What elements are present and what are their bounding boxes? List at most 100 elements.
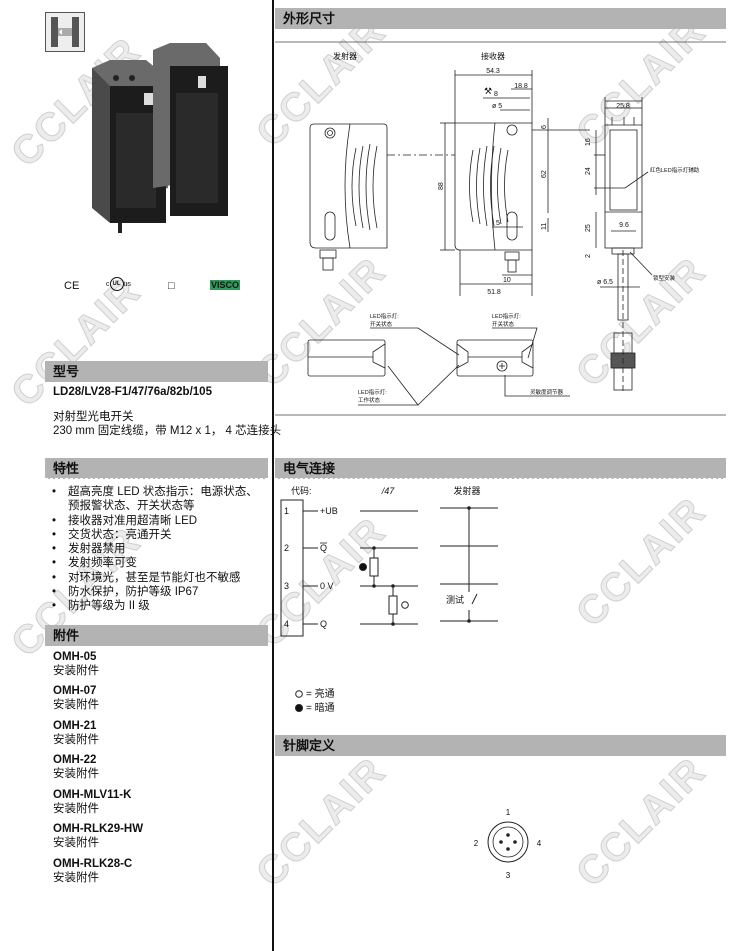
dim-25-8: 25.8 [616,103,630,110]
signal-label: +UB [320,506,338,516]
dim-62: 62 [541,170,548,178]
dim-18-8: 18.8 [514,83,528,90]
test-label: 测试 [446,594,464,605]
legend-dark-on-icon [295,704,303,712]
dim-88: 88 [438,182,445,190]
feature-list: 超高亮度 LED 状态指示：电源状态、预报警状态、开关状态等 接收器对准用超清晰… [52,485,267,614]
accessory-item: OMH-05 安装附件 [53,650,99,678]
signal-label: Q [320,619,327,629]
signal-label: Q [320,543,327,553]
pin-number: 2 [284,543,289,553]
product-photo [88,38,248,233]
accessory-code: OMH-21 [53,720,97,732]
sensitivity-label: 灵敏度调节器 [530,388,564,396]
model-cable-description: 230 mm 固定线缆，带 M12 x 1， 4 芯连接头 [53,425,282,437]
dimension-drawing [275,41,726,416]
pinout-diagram: 1 2 3 4 [474,808,542,880]
dark-on-symbol [359,563,367,571]
section-header-dimensions: 外形尺寸 [275,8,726,29]
pin-label: 4 [537,839,542,848]
dim-54-3: 54.3 [486,68,500,75]
accessory-code: OMH-MLV11-K [53,789,132,801]
dim-5: 5 [496,220,500,227]
wrench-icon: ⚒ [484,86,492,96]
dimension-labels: 发射器 接收器 54.3 18.8 ⚒ 8 ø 5 6 88 62 11 5 1… [333,51,700,404]
lock-mount-label: 锁型安装 [653,274,676,282]
feature-item: 发射频率可变 [52,556,267,571]
emitter-label: 发射器 [453,485,480,496]
wiring-labels: 代码: /47 发射器 1 2 3 4 +UB Q 0 V Q 测试 = 亮通 … [284,485,481,714]
column-divider [272,0,274,951]
ul-mark: c UL us [106,277,131,291]
pin-label: 2 [474,839,479,848]
pin-label: 3 [506,871,511,880]
feature-item: 防水保护，防护等级 IP67 [52,585,267,600]
accessory-item: OMH-22 安装附件 [53,753,99,781]
dim-5-diameter: ø 5 [492,103,502,110]
accessory-item: OMH-21 安装附件 [53,719,99,747]
feature-item: 发射器禁用 [52,542,267,557]
accessory-code: OMH-RLK29-HW [53,823,144,835]
accessory-desc: 安装附件 [53,872,99,884]
ul-us: us [123,280,131,288]
dim-9-6: 9.6 [619,222,629,229]
ce-mark: CE [64,280,80,292]
pin-label: 1 [506,808,511,817]
pin-number: 1 [284,506,289,516]
light-on-symbol [401,601,409,609]
accessory-desc: 安装附件 [53,734,99,746]
feature-item: 对环境光，甚至是节能灯也不敏感 [52,571,267,586]
class-2-mark: □ [168,280,175,292]
dim-2: 2 [585,254,592,258]
dim-6: 6 [541,125,548,129]
red-led-label: 红色LED指示灯辅助 [650,166,700,174]
variant-label: /47 [381,486,396,496]
accessory-desc: 安装附件 [53,768,99,780]
dim-16: 16 [585,138,592,146]
led-switch-label: 开关状态 [492,320,515,328]
section-header-electrical: 电气连接 [275,458,726,479]
led-switch-label: 开关状态 [370,320,393,328]
feature-item: 接收器对准用超清晰 LED [52,514,267,529]
through-beam-type-icon [45,12,85,52]
accessory-code: OMH-07 [53,685,97,697]
led-switch-label: LED指示灯: [492,312,521,320]
legend-dark-on: = 暗通 [306,701,335,714]
accessory-desc: 安装附件 [53,665,99,677]
accessory-code: OMH-22 [53,754,97,766]
feature-item: 交货状态：亮通开关 [52,528,267,543]
dim-10: 10 [503,277,511,284]
dim-51-8: 51.8 [487,289,501,296]
feature-item: 防护等级为 II 级 [52,599,267,614]
pin-number: 4 [284,619,289,629]
accessory-desc: 安装附件 [53,837,99,849]
accessory-code: OMH-05 [53,651,97,663]
emitter-label: 发射器 [333,51,357,61]
ul-c: c [106,280,110,288]
dim-6-5: ø 6.5 [597,279,613,286]
section-header-pinout: 针脚定义 [275,735,726,756]
dim-11: 11 [541,223,548,230]
led-work-label: 工作状态 [358,396,381,404]
model-code: LD28/LV28-F1/47/76a/82b/105 [53,386,212,398]
legend-light-on: = 亮通 [306,687,335,700]
feature-item: 超高亮度 LED 状态指示：电源状态、预报警状态、开关状态等 [52,485,267,514]
receiver-label: 接收器 [481,51,505,61]
section-header-features: 特性 [45,458,268,479]
wiring-diagram [280,499,498,712]
ul-logo: UL [109,277,124,291]
pin-number: 3 [284,581,289,591]
signal-label: 0 V [320,581,334,591]
accessory-item: OMH-RLK29-HW 安装附件 [53,822,143,850]
model-description: 对射型光电开关 [53,411,134,423]
dim-24: 24 [585,167,592,175]
dim-25: 25 [585,224,592,232]
dim-8: 8 [494,91,498,98]
led-work-label: LED指示灯: [358,388,387,396]
legend-light-on-icon [295,690,303,698]
led-switch-label: LED指示灯: [370,312,399,320]
